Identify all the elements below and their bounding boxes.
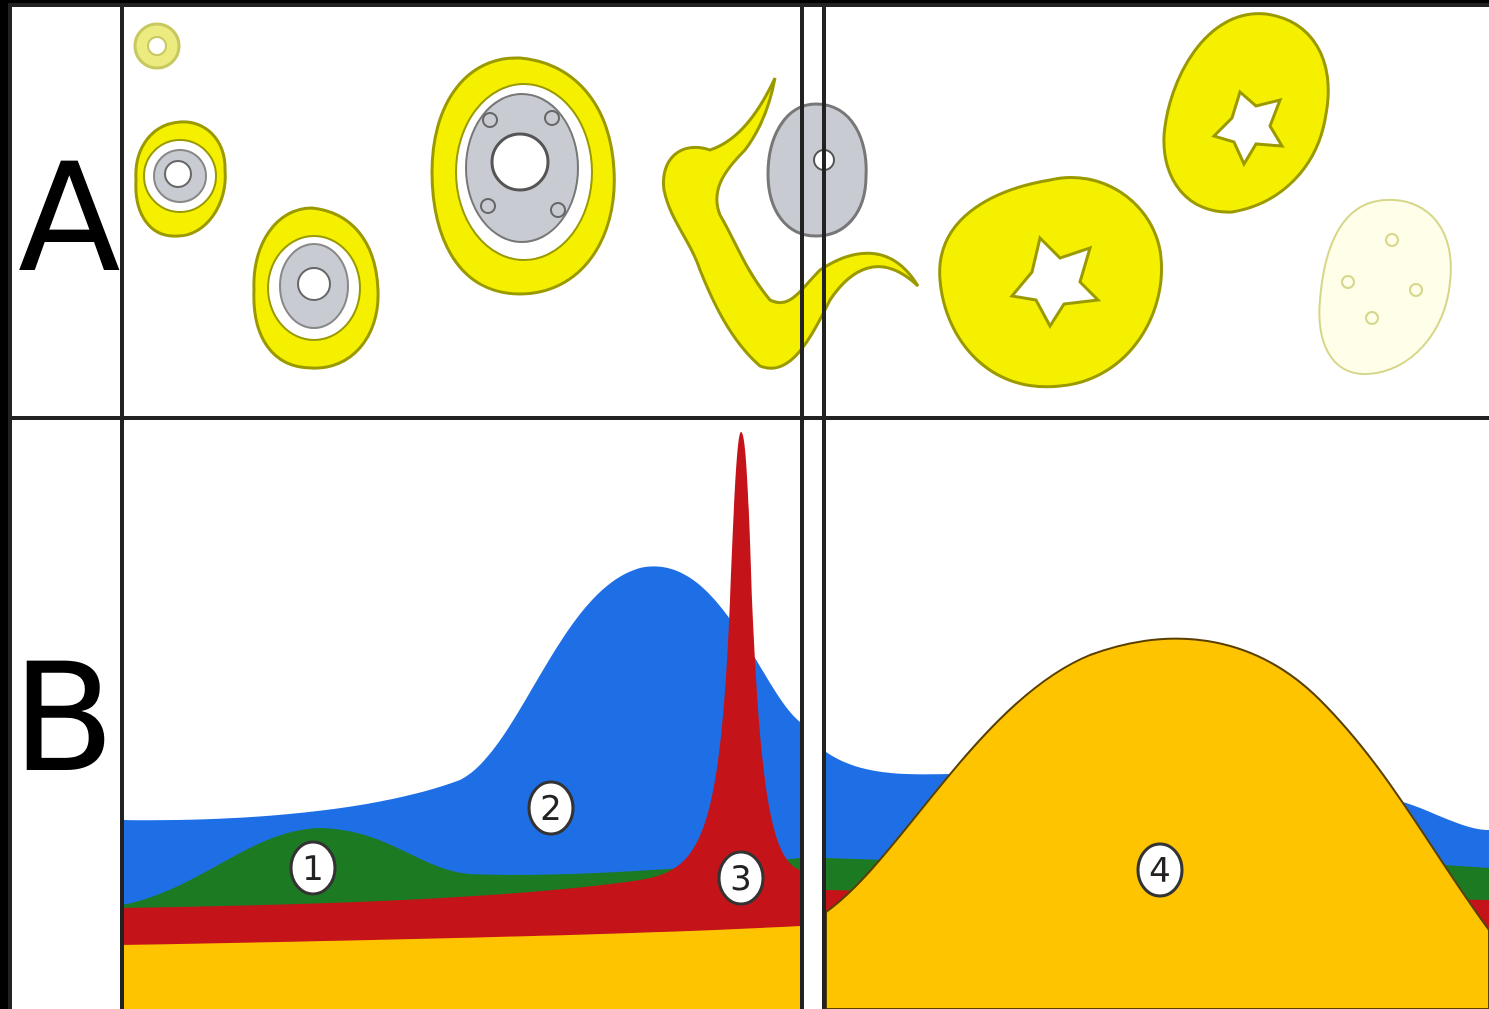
marker-4-label: 4	[1149, 851, 1171, 891]
marker-3: 3	[717, 850, 765, 906]
grid-lines	[8, 3, 1489, 1009]
cell-donut-upper	[1162, 12, 1330, 214]
cell-faint	[1318, 198, 1452, 376]
row-b-left-graph	[122, 432, 800, 1009]
cell-gray	[766, 102, 868, 238]
marker-1-label: 1	[302, 849, 324, 889]
marker-1: 1	[289, 840, 337, 896]
marker-4: 4	[1136, 842, 1184, 898]
layer-gold-right	[825, 637, 1489, 1009]
row-a-cells	[133, 12, 1452, 389]
layer-gold-left	[122, 926, 800, 1009]
marker-3-label: 3	[730, 859, 752, 899]
cell-donut-large	[938, 175, 1163, 389]
marker-2: 2	[527, 780, 575, 836]
cell-tiny	[133, 22, 181, 70]
marker-2-label: 2	[540, 789, 562, 829]
row-label-a: A	[18, 132, 121, 306]
cell-medium	[252, 206, 380, 370]
row-label-b: B	[12, 632, 115, 806]
cell-ruptured-elongated	[662, 77, 920, 370]
cell-large	[430, 56, 616, 296]
cell-small	[134, 120, 227, 238]
